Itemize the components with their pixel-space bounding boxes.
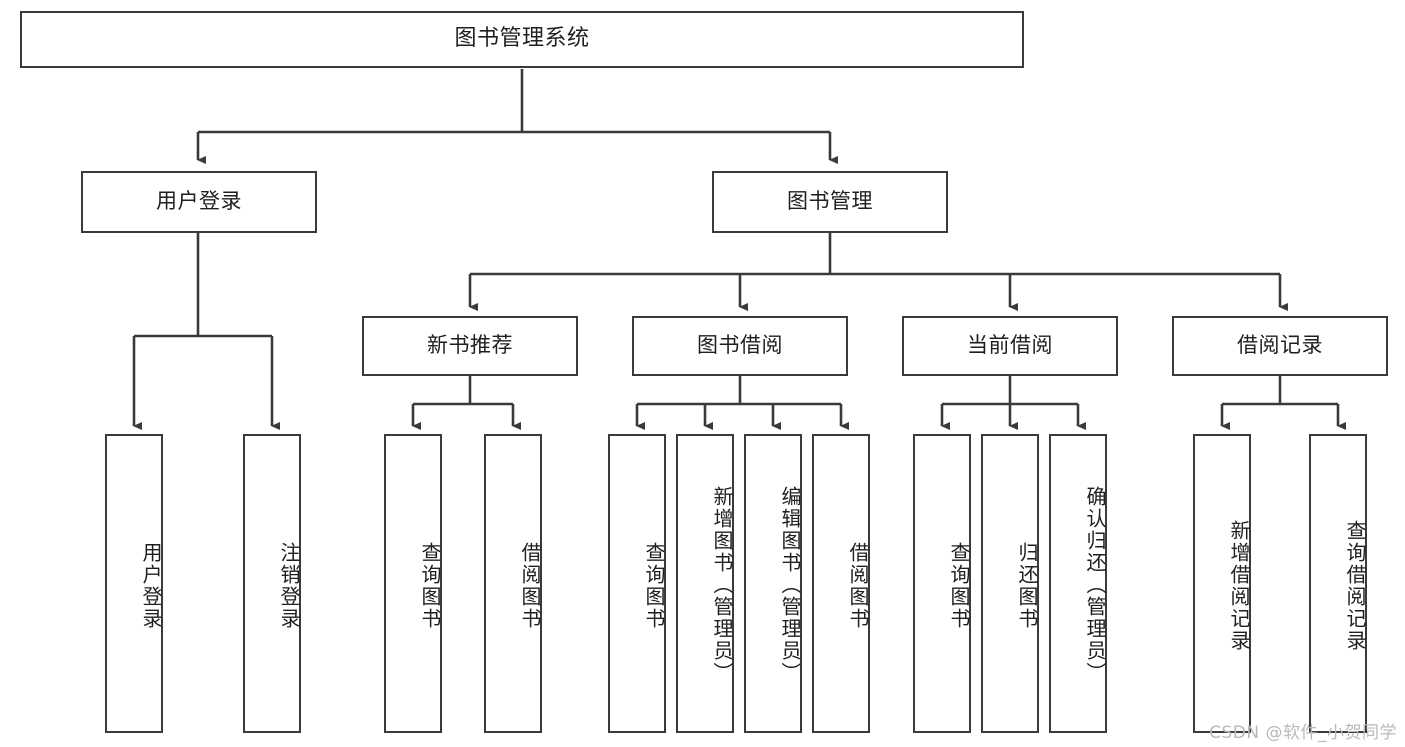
node-label: 借阅记录 xyxy=(1237,333,1323,358)
node-label: 确认归还（管理员） xyxy=(1083,486,1107,684)
node-label: 图书借阅 xyxy=(697,333,783,358)
node-label: 查询图书 xyxy=(947,541,971,630)
leaf-add-book-admin[interactable]: 新增图书（管理员） xyxy=(676,434,734,733)
leaf-edit-book-admin[interactable]: 编辑图书（管理员） xyxy=(744,434,802,733)
leaf-query-book-current[interactable]: 查询图书 xyxy=(913,434,971,733)
leaf-return-book[interactable]: 归还图书 xyxy=(981,434,1039,733)
node-new-book-recommend[interactable]: 新书推荐 xyxy=(362,316,578,376)
leaf-borrow-book-recommend[interactable]: 借阅图书 xyxy=(484,434,542,733)
node-label: 归还图书 xyxy=(1015,541,1039,630)
leaf-add-borrow-record[interactable]: 新增借阅记录 xyxy=(1193,434,1251,733)
node-label: 注销登录 xyxy=(277,541,301,630)
node-label: 查询图书 xyxy=(642,541,666,630)
node-root-book-management-system[interactable]: 图书管理系统 xyxy=(20,11,1024,68)
leaf-logout[interactable]: 注销登录 xyxy=(243,434,301,733)
node-label: 借阅图书 xyxy=(518,541,542,630)
leaf-query-book-borrow[interactable]: 查询图书 xyxy=(608,434,666,733)
node-label: 新增图书（管理员） xyxy=(710,486,734,684)
node-label: 用户登录 xyxy=(156,189,242,214)
node-book-borrow[interactable]: 图书借阅 xyxy=(632,316,848,376)
node-label: 借阅图书 xyxy=(846,541,870,630)
node-label: 查询图书 xyxy=(418,541,442,630)
node-book-management[interactable]: 图书管理 xyxy=(712,171,948,233)
leaf-user-login[interactable]: 用户登录 xyxy=(105,434,163,733)
leaf-confirm-return-admin[interactable]: 确认归还（管理员） xyxy=(1049,434,1107,733)
leaf-borrow-book[interactable]: 借阅图书 xyxy=(812,434,870,733)
node-label: 图书管理系统 xyxy=(454,26,590,52)
node-label: 当前借阅 xyxy=(967,333,1053,358)
node-label: 图书管理 xyxy=(787,189,873,214)
node-label: 查询借阅记录 xyxy=(1343,519,1367,652)
leaf-query-borrow-record[interactable]: 查询借阅记录 xyxy=(1309,434,1367,733)
leaf-query-book-recommend[interactable]: 查询图书 xyxy=(384,434,442,733)
node-label: 新增借阅记录 xyxy=(1227,519,1251,652)
node-user-login[interactable]: 用户登录 xyxy=(81,171,317,233)
node-label: 用户登录 xyxy=(139,541,163,630)
node-label: 编辑图书（管理员） xyxy=(778,486,802,684)
node-borrow-record[interactable]: 借阅记录 xyxy=(1172,316,1388,376)
node-current-borrow[interactable]: 当前借阅 xyxy=(902,316,1118,376)
node-label: 新书推荐 xyxy=(427,333,513,358)
